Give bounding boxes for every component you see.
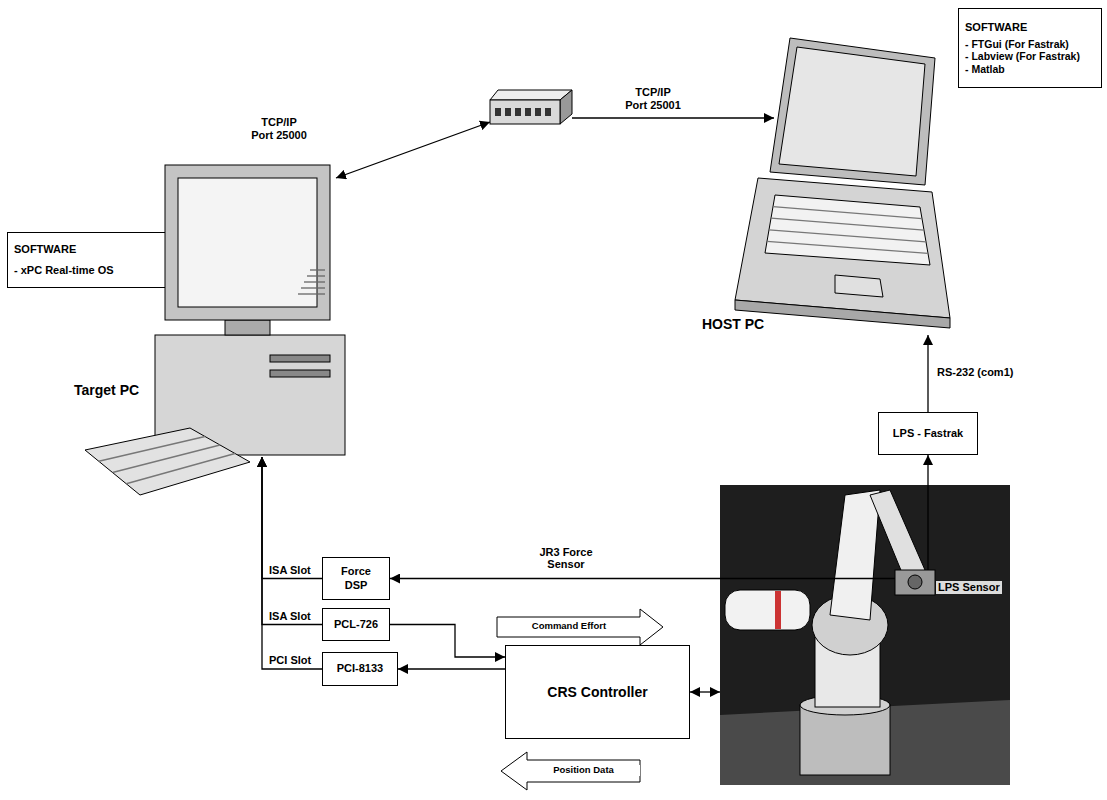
software-box: SOFTWARE - FTGui (For Fastrak)- Labview (… [958, 8, 1102, 88]
node-label: - FTGui (For Fastrak) [965, 38, 1069, 51]
photo-background [720, 485, 1010, 785]
keyboard-row [99, 437, 205, 462]
node-label: Target PC [72, 382, 141, 399]
hub-port [545, 108, 551, 116]
node-label: - Labview (For Fastrak) [965, 50, 1080, 63]
laptop-lid [770, 38, 935, 185]
monitor-screen [178, 178, 317, 307]
port-label: TCP/IP Port 25000 [250, 116, 308, 141]
io-board: PCL-726 [322, 608, 390, 641]
connector [262, 457, 322, 669]
keyboard-row [113, 445, 221, 473]
laptop-keyboard [765, 195, 930, 265]
io-board: PCI-8133 [322, 652, 398, 686]
dsp-board: Force DSP [322, 557, 390, 600]
laptop-base [735, 178, 950, 318]
monitor-vent [298, 293, 325, 294]
hub-front [490, 100, 560, 124]
monitor-vent [307, 275, 325, 276]
laptop-illustration [695, 35, 1010, 335]
connector [390, 625, 505, 658]
signal-arrow [501, 752, 640, 790]
force-sensor [895, 570, 935, 595]
hub-port [535, 108, 541, 116]
connector-label: PCI Slot [268, 654, 312, 667]
hub-port [525, 108, 531, 116]
connector [390, 578, 720, 579]
connector [262, 457, 322, 625]
node-label: - Matlab [965, 63, 1005, 76]
robot-illustration [720, 485, 1010, 785]
robot-photo: LPS Sensor [720, 485, 1010, 785]
node-label: LPS Sensor [936, 581, 1002, 594]
node-label: LPS - Fastrak [893, 427, 963, 440]
hub-port [505, 108, 511, 116]
connector-label: RS-232 (com1) [936, 366, 1014, 379]
keyboard-row [771, 218, 924, 230]
network-wire [572, 117, 774, 118]
hub-side [560, 90, 572, 124]
drive-slot [270, 355, 330, 362]
keyboard-row [773, 207, 922, 219]
monitor-bezel [165, 165, 330, 320]
node-label: PCI-8133 [337, 662, 383, 675]
robot-tool-ring [775, 591, 781, 629]
robot-tool [725, 590, 810, 630]
hub-port [515, 108, 521, 116]
node-label: HOST PC [700, 316, 766, 333]
network-wire [336, 122, 490, 178]
drive-slot [270, 370, 330, 377]
node-label: CRS Controller [547, 684, 647, 701]
heading-text: SOFTWARE [965, 21, 1027, 34]
hub-port [495, 108, 501, 116]
connector-label: ISA Slot [268, 610, 312, 623]
sensor-wire [927, 485, 928, 570]
controller-box: CRS Controller [505, 645, 690, 739]
connector-label: JR3 Force Sensor [530, 546, 602, 571]
sensor-disc [908, 575, 922, 589]
tracker-box: LPS - Fastrak [878, 412, 978, 455]
connector [398, 668, 505, 669]
robot-forearm [870, 490, 925, 580]
keyboard-row [126, 454, 235, 484]
monitor-vent [304, 281, 325, 282]
keyboard-row [767, 241, 928, 253]
monitor-stand [225, 320, 270, 335]
target-pc: Target PC [130, 150, 350, 457]
software-box: SOFTWARE - xPC Real-time OS [7, 232, 179, 288]
connector [927, 335, 928, 412]
connector [690, 691, 720, 692]
laptop-screen [779, 47, 925, 176]
port-label: TCP/IP Port 25001 [624, 86, 682, 111]
hub-top [490, 90, 572, 100]
host-pc: HOST PC [695, 35, 1010, 335]
sensor-wire [720, 578, 895, 579]
robot-upper-arm [830, 490, 880, 620]
monitor-vent [310, 269, 325, 270]
heading-text: SOFTWARE [14, 243, 76, 256]
node-label: Force DSP [336, 565, 376, 591]
signal-label: Position Data [527, 765, 640, 776]
keyboard-row [769, 230, 926, 242]
signal-label: Command Effort [500, 621, 638, 632]
keyboard [85, 428, 250, 495]
signal-arrow [497, 609, 663, 645]
connector-label: ISA Slot [268, 564, 312, 577]
node-label: PCL-726 [334, 618, 378, 631]
connector [262, 457, 322, 579]
monitor-vent [301, 287, 325, 288]
laptop-touchpad [835, 275, 883, 297]
node-label: - xPC Real-time OS [14, 264, 114, 277]
connector [927, 455, 928, 485]
pc-illustration [130, 150, 350, 457]
laptop-lip [735, 300, 950, 328]
